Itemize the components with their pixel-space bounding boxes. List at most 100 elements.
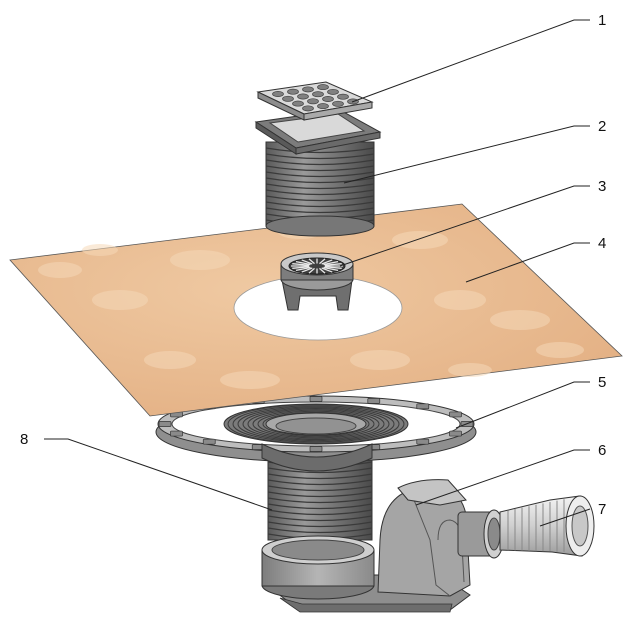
callout-number-7: 7	[598, 501, 606, 518]
trap-spoke	[292, 263, 310, 266]
grate-hole	[332, 100, 344, 107]
flange-slot	[309, 446, 323, 452]
callout-number-3: 3	[598, 178, 606, 195]
thread-line	[265, 177, 375, 184]
membrane-texture-spot	[38, 262, 82, 278]
drain-body	[261, 479, 505, 613]
trap-spoke	[301, 259, 313, 265]
flange-ring	[227, 404, 405, 444]
flange-slot	[367, 398, 381, 404]
thread-line	[267, 491, 373, 498]
callout-2: 2	[343, 118, 606, 184]
thread-line	[265, 159, 375, 166]
outlet-pipe	[499, 495, 595, 557]
hair-trap-insert	[280, 252, 354, 311]
membrane-texture-spot	[82, 244, 118, 256]
callout-number-6: 6	[598, 442, 606, 459]
flange-slot	[202, 438, 216, 445]
callout-leaders: 1 2 3 4 5 6 7 8	[20, 12, 606, 527]
thread-line	[267, 467, 373, 474]
thread-line	[265, 147, 375, 154]
thread-line	[265, 183, 375, 190]
trap-spoke	[319, 267, 326, 274]
bonding-flange	[155, 395, 477, 472]
trap-spoke	[292, 266, 310, 269]
trap-spoke	[295, 260, 311, 266]
membrane-texture-spot	[220, 371, 280, 389]
callout-number-4: 4	[598, 235, 606, 252]
callout-number-1: 1	[598, 12, 606, 29]
callout-8: 8	[20, 431, 273, 511]
grate-hole	[297, 93, 309, 100]
trap-spoke	[308, 258, 315, 265]
thread-line	[267, 527, 373, 534]
flange-ring	[242, 407, 390, 441]
grate-hole	[317, 103, 329, 110]
flange-ring	[247, 408, 385, 440]
grate-hole	[282, 95, 294, 102]
grate-hole	[292, 100, 304, 107]
thread-line	[267, 509, 373, 516]
grate-hole	[312, 91, 324, 98]
flange-ring	[252, 409, 380, 439]
flange-ring	[232, 405, 400, 443]
callout-number-8: 8	[20, 431, 28, 448]
trap-spoke	[321, 267, 333, 273]
flange-ring	[262, 411, 370, 437]
grate-hole	[302, 105, 314, 112]
flange-slot	[416, 403, 430, 410]
grate-hole	[272, 91, 284, 97]
thread-line	[267, 497, 373, 504]
thread-line	[265, 171, 375, 178]
thread-line	[267, 485, 373, 492]
grate-hole	[327, 88, 339, 95]
callout-number-5: 5	[598, 374, 606, 391]
flange-slot	[158, 421, 172, 427]
grate-hole	[307, 98, 319, 105]
grate-hole	[302, 86, 314, 93]
membrane-texture-spot	[144, 351, 196, 369]
membrane-texture-spot	[434, 290, 486, 310]
membrane-texture-spot	[536, 342, 584, 358]
thread-line	[265, 189, 375, 196]
membrane-texture-spot	[170, 250, 230, 270]
trap-spoke	[323, 266, 339, 272]
callout-number-2: 2	[598, 118, 606, 135]
grate-hole	[337, 93, 349, 100]
flange-slot	[449, 430, 462, 437]
trap-spoke	[323, 260, 339, 266]
membrane-texture-spot	[92, 290, 148, 310]
flange-ring	[257, 410, 375, 438]
thread-line	[265, 201, 375, 208]
trap-spoke	[301, 267, 313, 273]
callout-5: 5	[455, 374, 606, 429]
thread-line	[267, 473, 373, 480]
flange-slot	[449, 411, 462, 418]
grate-cover	[256, 81, 374, 121]
membrane-texture-spot	[350, 350, 410, 370]
flange-ring	[237, 406, 395, 442]
waterproofing-membrane	[9, 203, 623, 417]
thread-line	[267, 515, 373, 522]
callout-6: 6	[415, 442, 606, 506]
callout-1: 1	[351, 12, 606, 103]
flange-slot	[170, 430, 183, 437]
trap-spoke	[324, 266, 342, 269]
thread-line	[267, 479, 373, 486]
flange-slot	[416, 438, 430, 445]
thread-line	[265, 207, 375, 214]
membrane-texture-spot	[392, 231, 448, 249]
flange-slot	[309, 396, 323, 402]
thread-line	[265, 195, 375, 202]
trap-spoke	[319, 258, 326, 265]
callout-7: 7	[539, 501, 606, 527]
membrane-texture-spot	[448, 363, 492, 377]
thread-line	[265, 165, 375, 172]
thread-line	[265, 153, 375, 160]
trap-spoke	[295, 266, 311, 272]
callout-4: 4	[465, 235, 606, 283]
thread-line	[267, 503, 373, 510]
trap-spoke	[321, 259, 333, 265]
